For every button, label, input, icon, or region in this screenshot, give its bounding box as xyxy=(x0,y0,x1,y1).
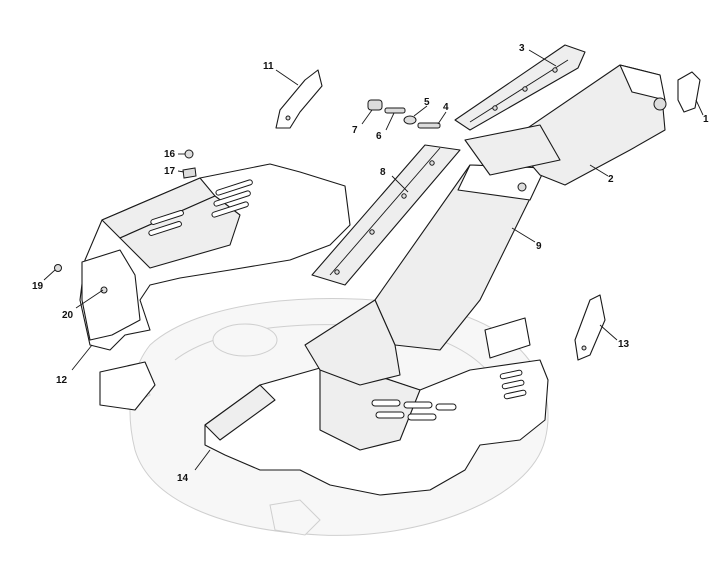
svg-text:9: 9 xyxy=(536,241,542,252)
svg-text:6: 6 xyxy=(376,131,382,142)
part-9-center-chute xyxy=(304,164,546,386)
callout-20: 20 xyxy=(62,289,104,321)
svg-text:3: 3 xyxy=(519,43,525,54)
svg-text:4: 4 xyxy=(443,102,449,113)
callout-6: 6 xyxy=(376,112,395,142)
part-3-upper-rail xyxy=(454,44,586,131)
callout-19: 19 xyxy=(32,269,56,292)
callout-13: 13 xyxy=(599,324,630,350)
callout-16: 16 xyxy=(164,149,185,160)
svg-text:1: 1 xyxy=(703,114,709,125)
callout-2: 2 xyxy=(589,164,614,185)
svg-text:12: 12 xyxy=(56,375,68,386)
svg-text:19: 19 xyxy=(32,281,44,292)
callout-1: 1 xyxy=(695,99,709,125)
svg-text:7: 7 xyxy=(352,125,358,136)
callout-17: 17 xyxy=(164,166,185,177)
svg-text:20: 20 xyxy=(62,310,74,321)
svg-text:11: 11 xyxy=(263,61,274,72)
part-12-left-housing xyxy=(79,163,351,411)
svg-text:5: 5 xyxy=(424,97,430,108)
callout-4: 4 xyxy=(437,102,449,125)
callout-12: 12 xyxy=(56,344,93,386)
callout-7: 7 xyxy=(352,109,373,136)
part-14-front-housing xyxy=(204,317,549,496)
svg-text:17: 17 xyxy=(164,166,176,177)
callout-11: 11 xyxy=(263,61,299,86)
hardware-bolt-assembly xyxy=(367,99,441,129)
callout-3: 3 xyxy=(519,43,557,67)
svg-text:8: 8 xyxy=(380,167,386,178)
callout-5: 5 xyxy=(413,97,430,117)
callout-14: 14 xyxy=(177,449,211,484)
part-1-clip xyxy=(677,71,701,113)
callout-8: 8 xyxy=(380,167,409,193)
svg-text:14: 14 xyxy=(177,473,189,484)
part-2-upper-duct xyxy=(464,64,667,186)
part-13-bracket xyxy=(574,294,606,361)
callout-9: 9 xyxy=(511,227,542,252)
svg-text:16: 16 xyxy=(164,149,176,160)
svg-text:2: 2 xyxy=(608,174,614,185)
svg-text:13: 13 xyxy=(618,339,630,350)
part-8-channel xyxy=(311,144,461,286)
part-11-bracket xyxy=(275,69,323,129)
